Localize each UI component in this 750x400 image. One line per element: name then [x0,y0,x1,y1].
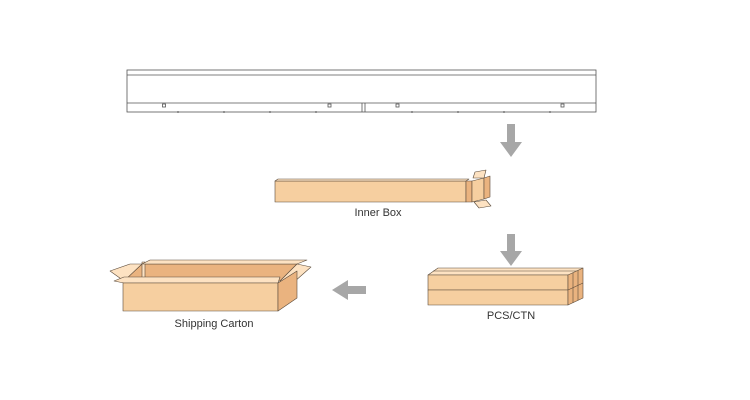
inner-box-end-face [471,177,485,203]
carton-side [277,270,298,312]
fixture-screw [549,111,551,113]
fixture-screw [457,111,459,113]
carton-stack-top [427,267,584,276]
inner-box-end-side [483,175,491,200]
fixture-body [126,69,597,113]
inner-box-front [274,180,467,203]
light-fixture-drawing [126,69,597,113]
inner-box-end-panel [465,180,473,203]
fixture-clip [560,103,565,108]
inner-box-label: Inner Box [354,207,402,219]
inner-box-drawing [274,169,492,209]
shipping-carton-label: Shipping Carton [174,318,254,330]
carton-flap-back [141,259,308,265]
carton-front [122,282,279,312]
inner-box-flap-bottom [473,199,492,209]
carton-stack-side-divider [567,282,584,291]
pcs-ctn-label: PCS/CTN [486,310,536,322]
inner-box-top [274,178,470,182]
fixture-clip [162,103,166,108]
fixture-screw [177,111,179,113]
carton-inner-edge [141,261,146,280]
fixture-screw [223,111,225,113]
carton-stack-layer-top [427,274,569,291]
carton-flap-front [113,276,281,284]
arrow-down-icon [500,124,522,157]
arrow-left-icon [332,280,366,300]
fixture-screw [503,111,505,113]
fixture-screw [269,111,271,113]
pcs-ctn-drawing [427,267,584,306]
inner-box-flap-top [472,169,487,179]
fixture-screw [315,111,317,113]
carton-stack-layer-bottom [427,289,569,306]
shipping-carton-drawing [109,259,312,312]
arrow-down-icon [500,234,522,266]
fixture-clip [327,103,332,108]
fixture-screw [411,111,413,113]
fixture-clip [395,103,400,108]
